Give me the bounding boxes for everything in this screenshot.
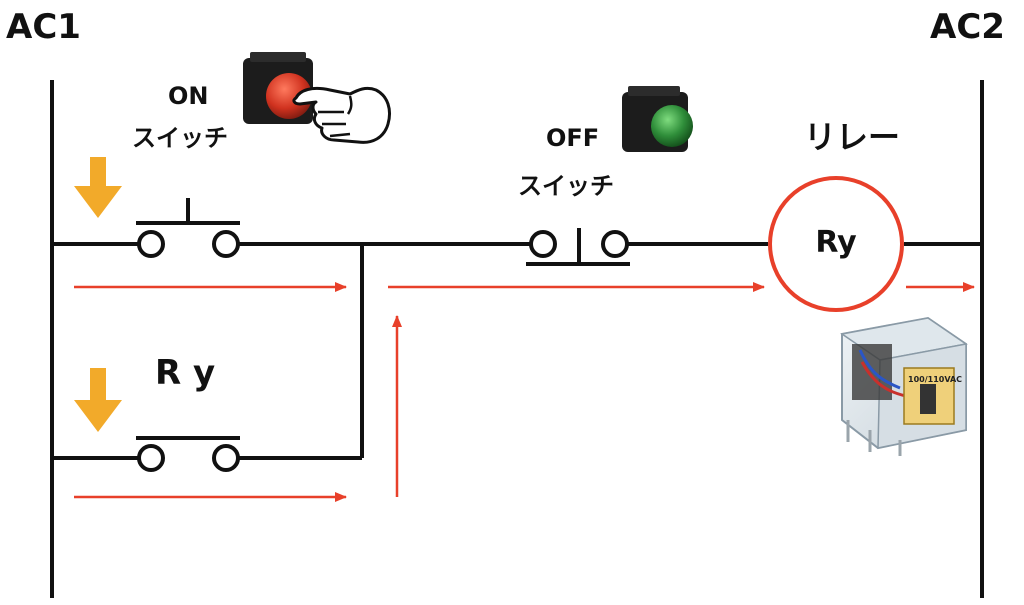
- green-button-icon: [651, 105, 693, 147]
- red-button-icon: [266, 73, 312, 119]
- relay-title: リレー: [804, 118, 900, 156]
- press-arrow-icon: [74, 368, 122, 432]
- off-pushbutton-illustration: [622, 86, 693, 152]
- on-switch-contact: [136, 198, 240, 258]
- self-hold-contact: [136, 436, 240, 472]
- rail-right-label: AC2: [930, 7, 1005, 47]
- pointing-hand-icon: [292, 86, 391, 144]
- self-hold-contact-label: R y: [155, 353, 215, 393]
- on-pushbutton-illustration: [243, 52, 391, 144]
- coil-label: Ry: [815, 225, 857, 260]
- off-switch-label-line1: OFF: [546, 124, 599, 152]
- on-switch-label-line1: ON: [168, 82, 209, 110]
- rail-left-label: AC1: [6, 7, 81, 47]
- off-switch-contact: [526, 228, 630, 266]
- off-switch-label-line2: スイッチ: [518, 172, 614, 200]
- relay-module-illustration: 100/110VAC: [840, 316, 968, 456]
- on-switch-label-line2: スイッチ: [132, 124, 228, 152]
- relay-coil: [768, 176, 904, 312]
- press-arrow-icon: [74, 157, 122, 218]
- relay-module-text: 100/110VAC: [908, 375, 962, 384]
